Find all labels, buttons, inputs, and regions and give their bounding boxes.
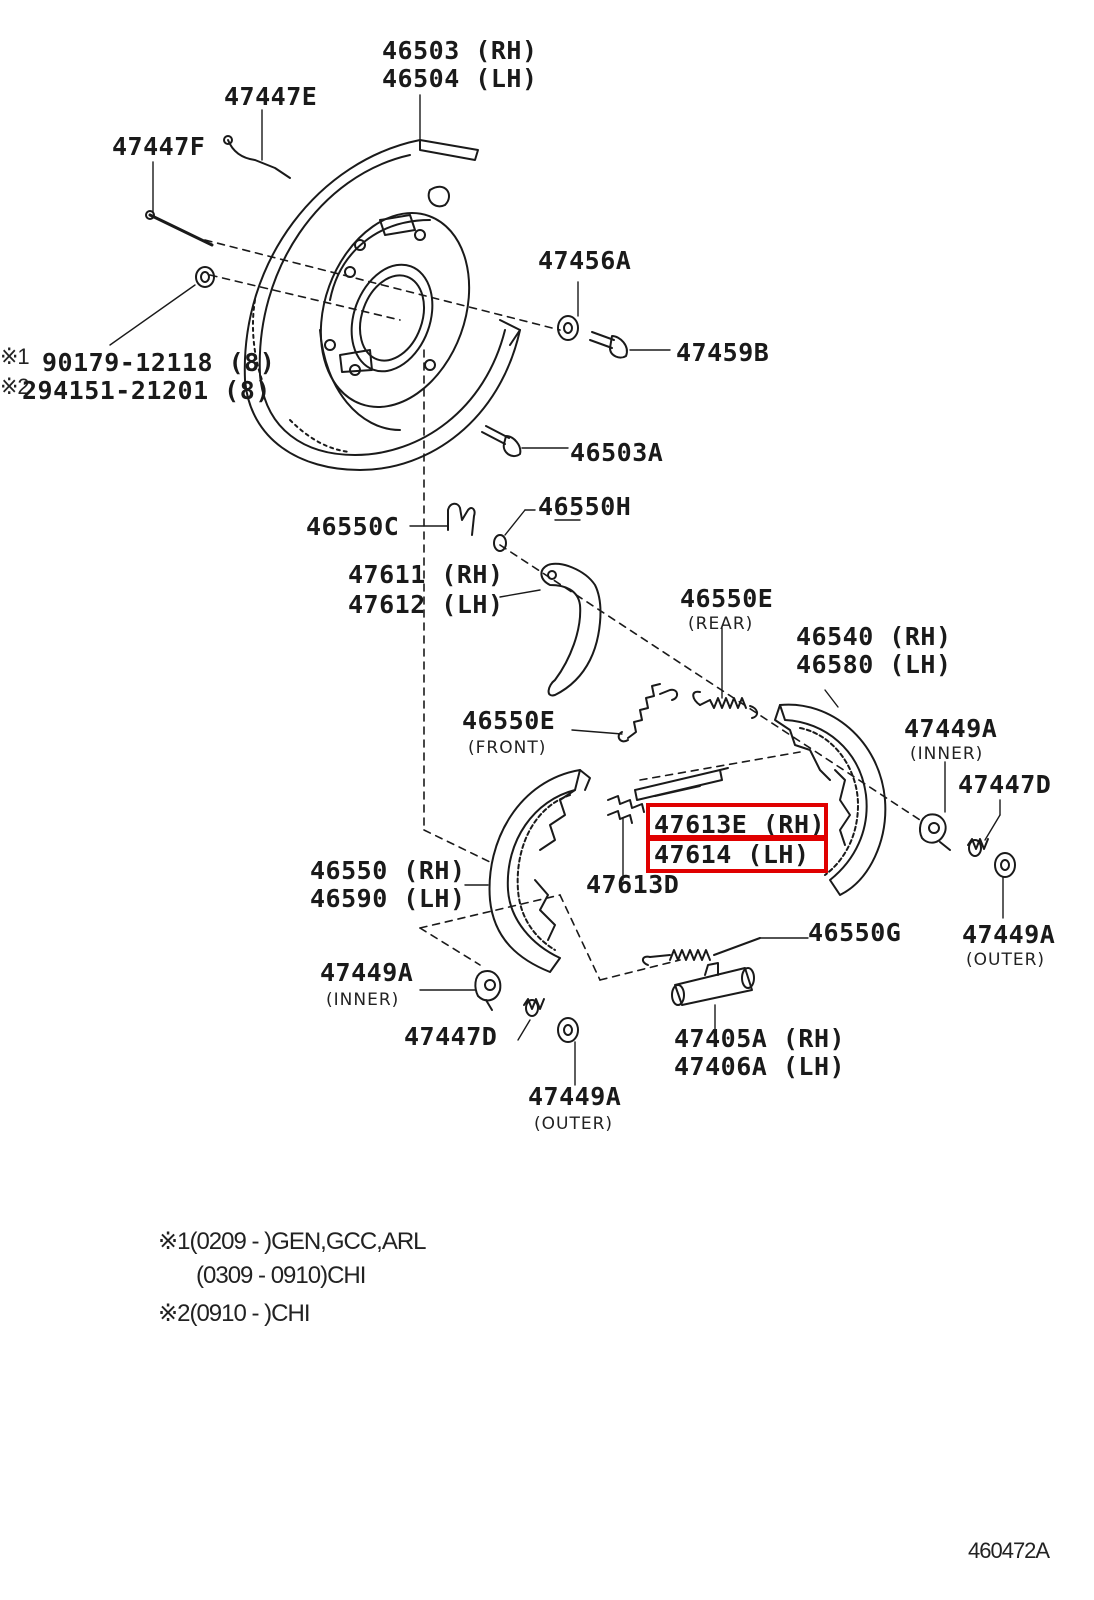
holder-47449a-inner-left — [420, 971, 500, 1010]
label-46550g[interactable]: 46550G — [808, 918, 902, 947]
label-46580-lh[interactable]: 46580 (LH) — [796, 650, 952, 679]
washer-47449a-outer-right — [995, 853, 1015, 918]
washer-47449a-outer-left — [558, 1018, 578, 1085]
brake-shoe-rear — [775, 690, 885, 895]
wheel-cylinder — [672, 963, 754, 1030]
backing-plate — [245, 140, 520, 470]
adjuster-strut — [635, 768, 728, 800]
label-47447e[interactable]: 47447E — [224, 82, 318, 111]
diagram-id: 460472A — [968, 1538, 1050, 1563]
footnote-3: ※2(0910 - )CHI — [158, 1300, 310, 1327]
label-46550e-front[interactable]: 46550E — [462, 706, 556, 735]
label-47447d-left[interactable]: 47447D — [404, 1022, 498, 1051]
spring-47613d — [608, 796, 644, 880]
washer-46550h — [494, 510, 535, 551]
spring-47447d-left — [518, 999, 544, 1040]
label-46550e-rear[interactable]: 46550E — [680, 584, 774, 613]
label-47612-lh[interactable]: 47612 (LH) — [348, 590, 504, 619]
label-46503-rh[interactable]: 46503 (RH) — [382, 36, 538, 65]
label-294151-21201[interactable]: 294151-21201 (8) — [22, 376, 271, 405]
wire-47447e — [224, 110, 290, 178]
brake-shoe-front — [465, 770, 590, 972]
label-47613e-rh[interactable]: 47613E (RH) — [654, 810, 826, 839]
clip-46550c — [410, 504, 475, 535]
label-47449a-inner-left[interactable]: 47449A — [320, 958, 414, 987]
label-46504-lh[interactable]: 46504 (LH) — [382, 64, 538, 93]
bolt-46503a — [482, 426, 568, 456]
sublabel-front: (FRONT) — [468, 738, 547, 758]
footnote-2: (0309 - 0910)CHI — [196, 1262, 366, 1289]
bolt-47459b — [590, 332, 670, 358]
label-46540-rh[interactable]: 46540 (RH) — [796, 622, 952, 651]
mark-1: ※1 — [0, 344, 30, 369]
spring-46550g — [643, 938, 808, 965]
holder-47449a-inner-right — [920, 762, 950, 850]
label-47449a-outer-right[interactable]: 47449A — [962, 920, 1056, 949]
mark-2: ※2 — [0, 374, 30, 399]
label-47405a-rh[interactable]: 47405A (RH) — [674, 1024, 846, 1053]
label-47611-rh[interactable]: 47611 (RH) — [348, 560, 504, 589]
label-47449a-inner-right[interactable]: 47449A — [904, 714, 998, 743]
sublabel-rear: (REAR) — [688, 614, 754, 634]
label-46503a[interactable]: 46503A — [570, 438, 664, 467]
label-90179-12118[interactable]: 90179-12118 (8) — [42, 348, 276, 377]
sublabel-inner-left: (INNER) — [326, 990, 400, 1010]
highlight-47614 — [646, 837, 828, 873]
label-46550h[interactable]: 46550H — [538, 492, 632, 521]
sublabel-outer-right: (OUTER) — [966, 950, 1046, 970]
spring-47447d-right — [968, 800, 1000, 856]
label-46590-lh[interactable]: 46590 (LH) — [310, 884, 466, 913]
parking-brake-lever — [500, 564, 600, 696]
label-47447f[interactable]: 47447F — [112, 132, 206, 161]
label-47447d-right[interactable]: 47447D — [958, 770, 1052, 799]
label-47456a[interactable]: 47456A — [538, 246, 632, 275]
label-47614-lh[interactable]: 47614 (LH) — [654, 840, 810, 869]
label-46550-rh[interactable]: 46550 (RH) — [310, 856, 466, 885]
label-47449a-outer-left[interactable]: 47449A — [528, 1082, 622, 1111]
label-47459b[interactable]: 47459B — [676, 338, 770, 367]
label-46550c[interactable]: 46550C — [306, 512, 400, 541]
spring-46550e-rear — [693, 628, 757, 718]
assembly-dashed-lines — [205, 240, 920, 980]
highlight-47613e — [646, 803, 828, 839]
label-47406a-lh[interactable]: 47406A (LH) — [674, 1052, 846, 1081]
spring-46550e-front — [572, 684, 677, 741]
label-47613d[interactable]: 47613D — [586, 870, 680, 899]
sublabel-outer-left: (OUTER) — [534, 1114, 614, 1134]
washer-47456a — [558, 282, 578, 340]
nut-90179 — [110, 267, 214, 345]
sublabel-inner-right: (INNER) — [910, 744, 984, 764]
pin-47447f — [146, 162, 212, 245]
footnote-1: ※1(0209 - )GEN,GCC,ARL — [158, 1228, 427, 1255]
